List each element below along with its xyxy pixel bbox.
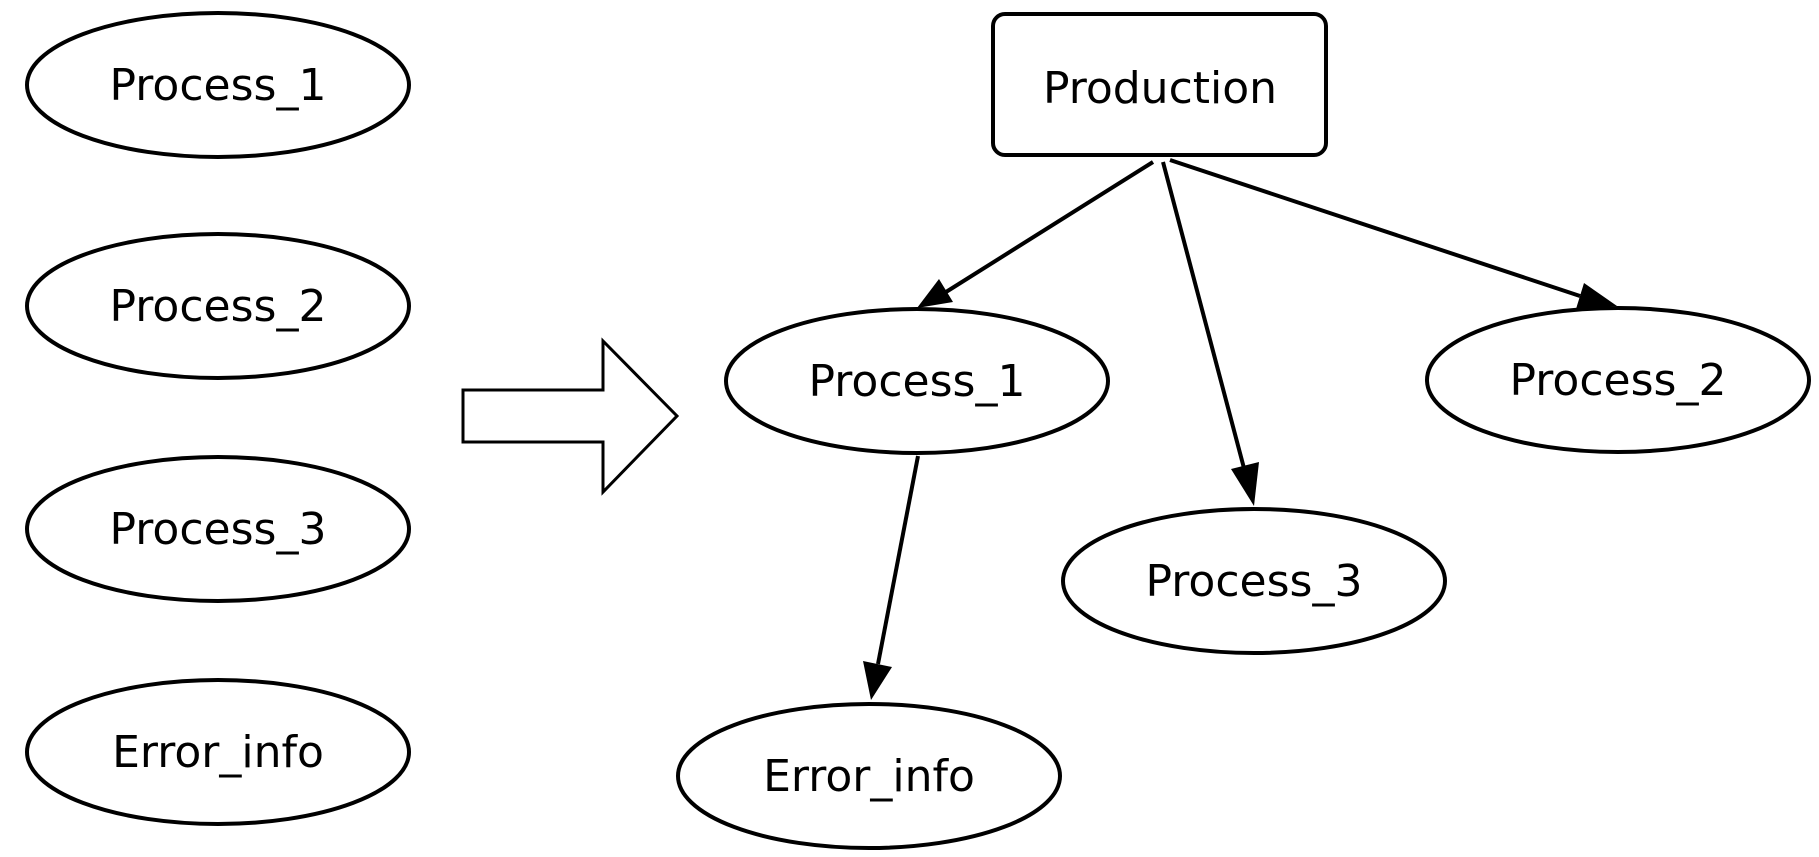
tree-node-production-label: Production — [1043, 63, 1277, 114]
tree-node-process-1-label: Process_1 — [809, 356, 1026, 407]
tree-node-process-3: Process_3 — [1061, 507, 1447, 655]
edge-production-to-process-2 — [1169, 158, 1617, 309]
tree-node-process-2-label: Process_2 — [1510, 355, 1727, 406]
list-node-process-3-label: Process_3 — [110, 504, 327, 555]
tree-node-production: Production — [991, 12, 1328, 157]
tree-node-error-info-label: Error_info — [763, 751, 975, 802]
tree-nodes: Production Process_1 Process_2 Process_3… — [676, 12, 1811, 850]
tree-edges — [863, 158, 1617, 700]
list-node-error-info-label: Error_info — [112, 727, 324, 778]
list-node-process-2: Process_2 — [25, 232, 411, 380]
edge-production-to-process-3 — [1161, 161, 1259, 506]
edge-process-1-to-error-info — [863, 455, 920, 700]
list-node-process-3: Process_3 — [25, 455, 411, 603]
list-node-process-1: Process_1 — [25, 11, 411, 159]
list-node-process-1-label: Process_1 — [110, 60, 327, 111]
transform-arrow-icon — [461, 337, 680, 496]
tree-node-error-info: Error_info — [676, 702, 1062, 850]
input-list: Process_1 Process_2 Process_3 Error_info — [25, 11, 411, 826]
tree-node-process-2: Process_2 — [1425, 306, 1811, 454]
edge-production-to-process-1 — [917, 160, 1155, 308]
list-node-process-2-label: Process_2 — [110, 281, 327, 332]
tree-node-process-3-label: Process_3 — [1146, 556, 1363, 607]
list-node-error-info: Error_info — [25, 678, 411, 826]
tree-node-process-1: Process_1 — [724, 307, 1110, 455]
